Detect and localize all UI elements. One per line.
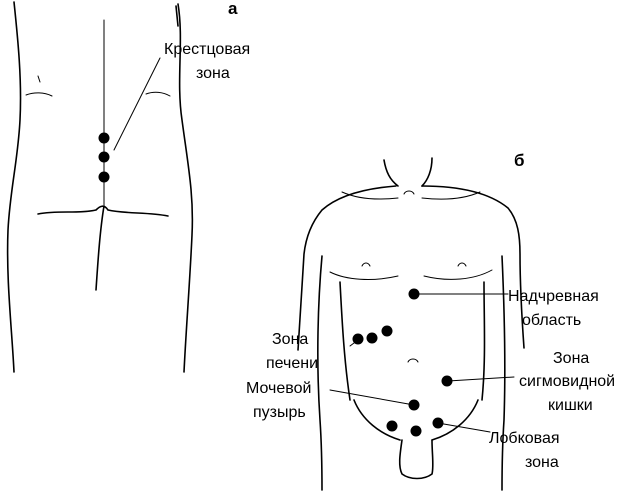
left-nipple [361, 262, 371, 267]
right-shoulder [421, 185, 525, 349]
liver-label-line1: Зона [272, 331, 308, 348]
sacral-point-3 [98, 171, 110, 183]
figure-a-back-view: а Крестцовая зона [6, 0, 250, 373]
left-clavicle [341, 191, 399, 200]
liver-point-3 [381, 325, 393, 337]
pubic-label-line1: Лобковая [489, 430, 560, 447]
sigmoid-leader [447, 376, 515, 382]
left-shoulder-blade [25, 92, 53, 97]
figure-b-front-view: б Надчревная [246, 151, 615, 491]
genitals [398, 439, 434, 480]
right-pectoral [423, 269, 493, 280]
left-groin [353, 399, 401, 441]
bladder-label-line1: Мочевой [246, 380, 311, 397]
pubic-label-line2: зона [525, 454, 559, 471]
right-shoulder-blade [145, 91, 171, 97]
epigastric-label-line2: область [522, 312, 581, 329]
back-left-outline [6, 1, 22, 373]
panel-letter-a: а [228, 0, 238, 18]
left-pectoral [329, 271, 399, 280]
pubic-leader [437, 422, 491, 433]
epigastric-label-line1: Надчревная [508, 288, 599, 305]
left-arm-inner [317, 255, 323, 491]
right-arm-inner [501, 255, 506, 491]
gluteal-cleft [95, 205, 105, 291]
right-flank [481, 281, 486, 401]
sigmoid-point [441, 375, 453, 387]
left-blade-tick [37, 75, 41, 83]
sigmoid-label-line3: кишки [548, 397, 593, 414]
liver-leader [349, 339, 359, 347]
left-shoulder [297, 185, 397, 351]
left-flank [339, 281, 351, 401]
sigmoid-label-line2: сигмовидной [519, 373, 615, 390]
neck-left [383, 159, 399, 187]
panel-letter-b: б [514, 151, 525, 170]
bladder-label-line2: пузырь [253, 404, 306, 421]
collar-notch [403, 190, 415, 195]
pubic-point-2 [410, 425, 422, 437]
neck-right [421, 157, 433, 187]
back-right-outline [177, 3, 194, 373]
navel [407, 358, 419, 363]
liver-point-2 [366, 332, 378, 344]
sacral-point-2 [98, 151, 110, 163]
right-clavicle [421, 191, 481, 200]
right-groin [431, 399, 479, 441]
right-nipple [457, 262, 467, 267]
sigmoid-label-line1: Зона [553, 350, 589, 367]
sacral-zone-label-line1: Крестцовая [164, 41, 250, 58]
liver-label-line2: печени [266, 355, 318, 372]
pubic-point-1 [386, 420, 398, 432]
sacral-leader-line [113, 57, 161, 151]
back-right-top-notch [175, 5, 179, 27]
bladder-leader [329, 389, 415, 406]
sacral-point-1 [98, 132, 110, 144]
gluteal-crease [37, 205, 169, 217]
sacral-zone-label-line2: зона [196, 65, 230, 82]
